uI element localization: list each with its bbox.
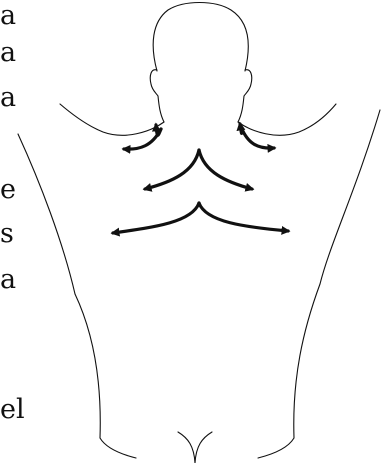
- neck-left: [158, 96, 164, 122]
- right-torso-side: [294, 284, 320, 438]
- arrow-lower-back-right: [199, 203, 288, 231]
- arrow-right-shoulder-up: [240, 124, 242, 133]
- right-hip: [258, 438, 294, 458]
- arrow-mid-back-left: [145, 150, 199, 189]
- gluteal-cleft: [178, 432, 212, 463]
- right-arm-outline: [320, 110, 380, 284]
- right-ear: [244, 70, 252, 96]
- left-hip: [100, 438, 136, 458]
- left-torso-side: [75, 294, 100, 438]
- left-ear: [150, 70, 158, 96]
- left-arm-outline: [18, 134, 75, 294]
- arrow-left-shoulder-up: [156, 125, 161, 135]
- arrow-lower-back-left: [113, 203, 199, 233]
- left-shoulder-line: [60, 104, 164, 135]
- right-shoulder-line: [238, 104, 336, 135]
- arrow-right-shoulder: [241, 127, 274, 148]
- neck-right: [238, 96, 244, 122]
- head-outline: [153, 3, 248, 72]
- arrow-mid-back-right: [199, 150, 252, 189]
